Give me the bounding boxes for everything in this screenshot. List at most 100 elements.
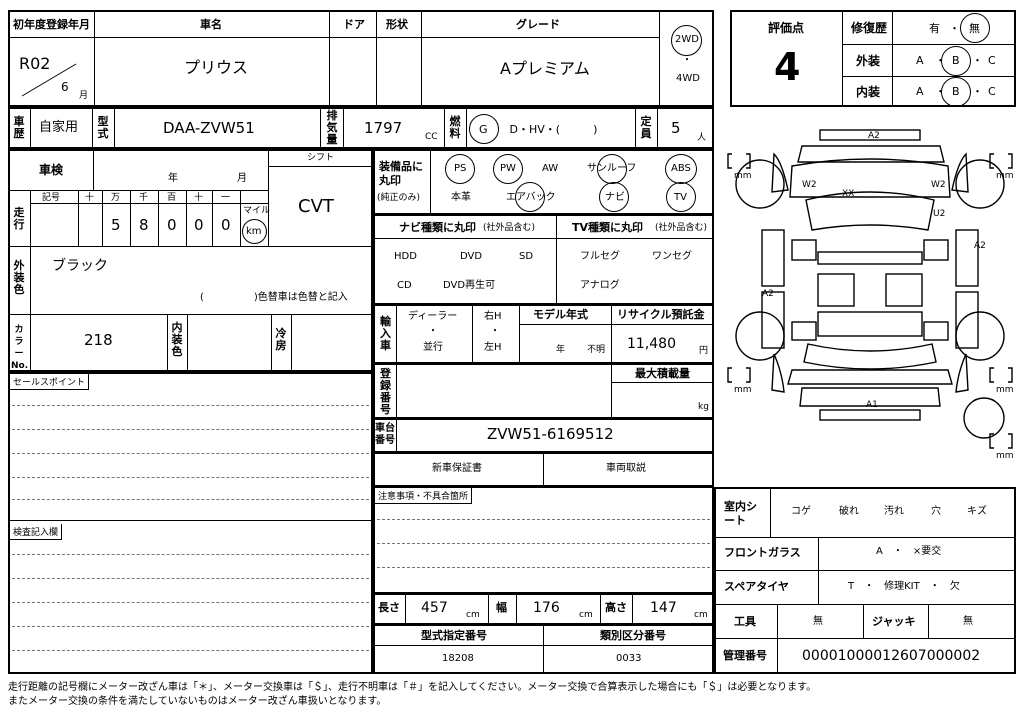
footer-note-1: 走行距離の記号欄にメーター改ざん車は「＊」、メーター交換車は「＄」、走行不明車は… [8, 682, 817, 693]
damage-mark: W2 [802, 180, 817, 190]
interior-color-label: 内装色 [171, 321, 183, 358]
tools-value: 無 [813, 616, 823, 627]
drive-dot: ・ [682, 55, 692, 66]
footer-note-2: またメーター交換の条件を満たしていないものはメーター改ざん車扱いとなります。 [8, 696, 387, 707]
fuel-label: 燃料 [449, 115, 461, 140]
type-number: 18208 [442, 653, 474, 664]
inspection-box [8, 149, 373, 373]
tv-analog: アナログ [580, 280, 620, 291]
digit-header-10m: 十 [85, 193, 95, 203]
seat-label: 室内シート [724, 500, 757, 527]
first-reg-era: R02 [19, 54, 51, 73]
pw-circle [493, 154, 523, 184]
history-row [8, 107, 714, 149]
registration-label: 登録番号 [380, 367, 391, 416]
tv-type-sub: (社外品含む) [655, 223, 708, 233]
usage-value: 自家用 [39, 120, 79, 135]
ext-grade-a: A [916, 54, 924, 67]
equipment-label: 装備品に丸印 [379, 160, 423, 187]
color-label: 外装色 [13, 259, 25, 296]
int-dot-2: ・ [972, 85, 983, 98]
car-damage-diagram [727, 129, 1013, 449]
recycle-label: リサイクル預託金 [617, 308, 705, 321]
repair-no: 無 [969, 22, 980, 35]
model-value: DAA-ZVW51 [163, 119, 255, 137]
shaken-year: 年 [168, 173, 178, 184]
equip-ps: PS [454, 163, 467, 174]
eval-score: 4 [774, 45, 801, 89]
equip-navi: ナビ [605, 192, 625, 203]
navi-dvd: DVD [460, 251, 483, 262]
spare-tire-label: スペアタイヤ [724, 580, 789, 593]
management-number: 00001000012607000002 [802, 648, 981, 664]
jack-label: ジャッキ [872, 615, 916, 628]
odometer-digit: 0 [194, 216, 204, 234]
repair-dot: ・ [949, 22, 960, 35]
navi-tv-box [373, 214, 714, 305]
import-dealer: ディーラー [408, 311, 458, 322]
km-unit: km [246, 226, 262, 237]
damage-mark: W2 [931, 180, 946, 190]
shaken-month: 月 [237, 173, 247, 184]
navi-hdd: HDD [394, 251, 417, 262]
type-number-label: 型式指定番号 [421, 629, 487, 642]
import-dot: ・ [428, 326, 438, 337]
mm-label: mm [734, 385, 752, 395]
odometer-digit: 0 [167, 216, 177, 234]
damage-mark: U2 [933, 209, 946, 219]
ext-dot-2: ・ [972, 54, 983, 67]
equip-abs: ABS [671, 163, 691, 174]
damage-mark: A2 [868, 131, 880, 141]
seat-item: 穴 [931, 506, 941, 517]
new-car-warranty: 新車保証書 [432, 463, 482, 474]
history-label: 車歴 [13, 115, 25, 140]
jack-value: 無 [963, 616, 973, 627]
damage-mark: A2 [974, 241, 986, 251]
navi-cd: CD [397, 280, 412, 291]
model-year-unit: 年 [556, 345, 566, 355]
class-number-label: 類別区分番号 [600, 629, 666, 642]
odometer-digit: 8 [139, 216, 149, 234]
digit-header-1k: 千 [139, 193, 149, 203]
km-circle [242, 219, 267, 244]
height-value: 147 [650, 600, 677, 616]
car-name: プリウス [184, 58, 249, 77]
management-label: 管理番号 [723, 649, 767, 662]
mm-label: mm [734, 171, 752, 181]
cc-unit: CC [425, 132, 438, 142]
tv-circle [666, 182, 696, 212]
repair-no-circle [960, 13, 990, 43]
equip-sunroof: サンルーフ [587, 163, 637, 174]
car-name-label: 車名 [200, 18, 222, 31]
length-unit: cm [466, 610, 480, 620]
windshield-label: フロントガラス [724, 546, 801, 559]
score-label: 評価点 [768, 21, 805, 35]
equip-airbag: エアバック [506, 192, 556, 203]
capacity-value: 5 [671, 119, 681, 137]
tv-type-label: TV種類に丸印 [572, 221, 644, 234]
color-value: ブラック [52, 258, 108, 274]
drive-2wd: 2WD [675, 34, 699, 45]
int-grade-b: B [952, 85, 960, 98]
tv-one: ワンセグ [652, 251, 692, 262]
ps-circle [445, 154, 475, 184]
repair-label: 修復歴 [851, 21, 888, 35]
spare-tire-options: T ・ 修理KIT ・ 欠 [848, 581, 960, 592]
owner-manual: 車両取説 [606, 463, 646, 474]
windshield-options: A ・ ×要交 [876, 546, 942, 557]
ext-grade-circle [941, 46, 971, 76]
interior-label: 内装 [856, 85, 881, 99]
digit-header-1: 一 [221, 193, 231, 203]
navi-type-sub: (社外品含む) [483, 223, 536, 233]
digit-header-10: 十 [194, 193, 204, 203]
grade-label: グレード [516, 18, 560, 31]
equip-tv: TV [674, 192, 687, 203]
ext-grade-c: C [988, 54, 996, 67]
navi-circle [599, 182, 629, 212]
odometer-digit: 0 [221, 216, 231, 234]
fuel-circle [469, 114, 499, 144]
odometer-digit: 5 [111, 216, 121, 234]
int-dot-1: ・ [935, 85, 946, 98]
navi-sd: SD [519, 251, 534, 262]
ac-label: 冷房 [275, 327, 287, 352]
